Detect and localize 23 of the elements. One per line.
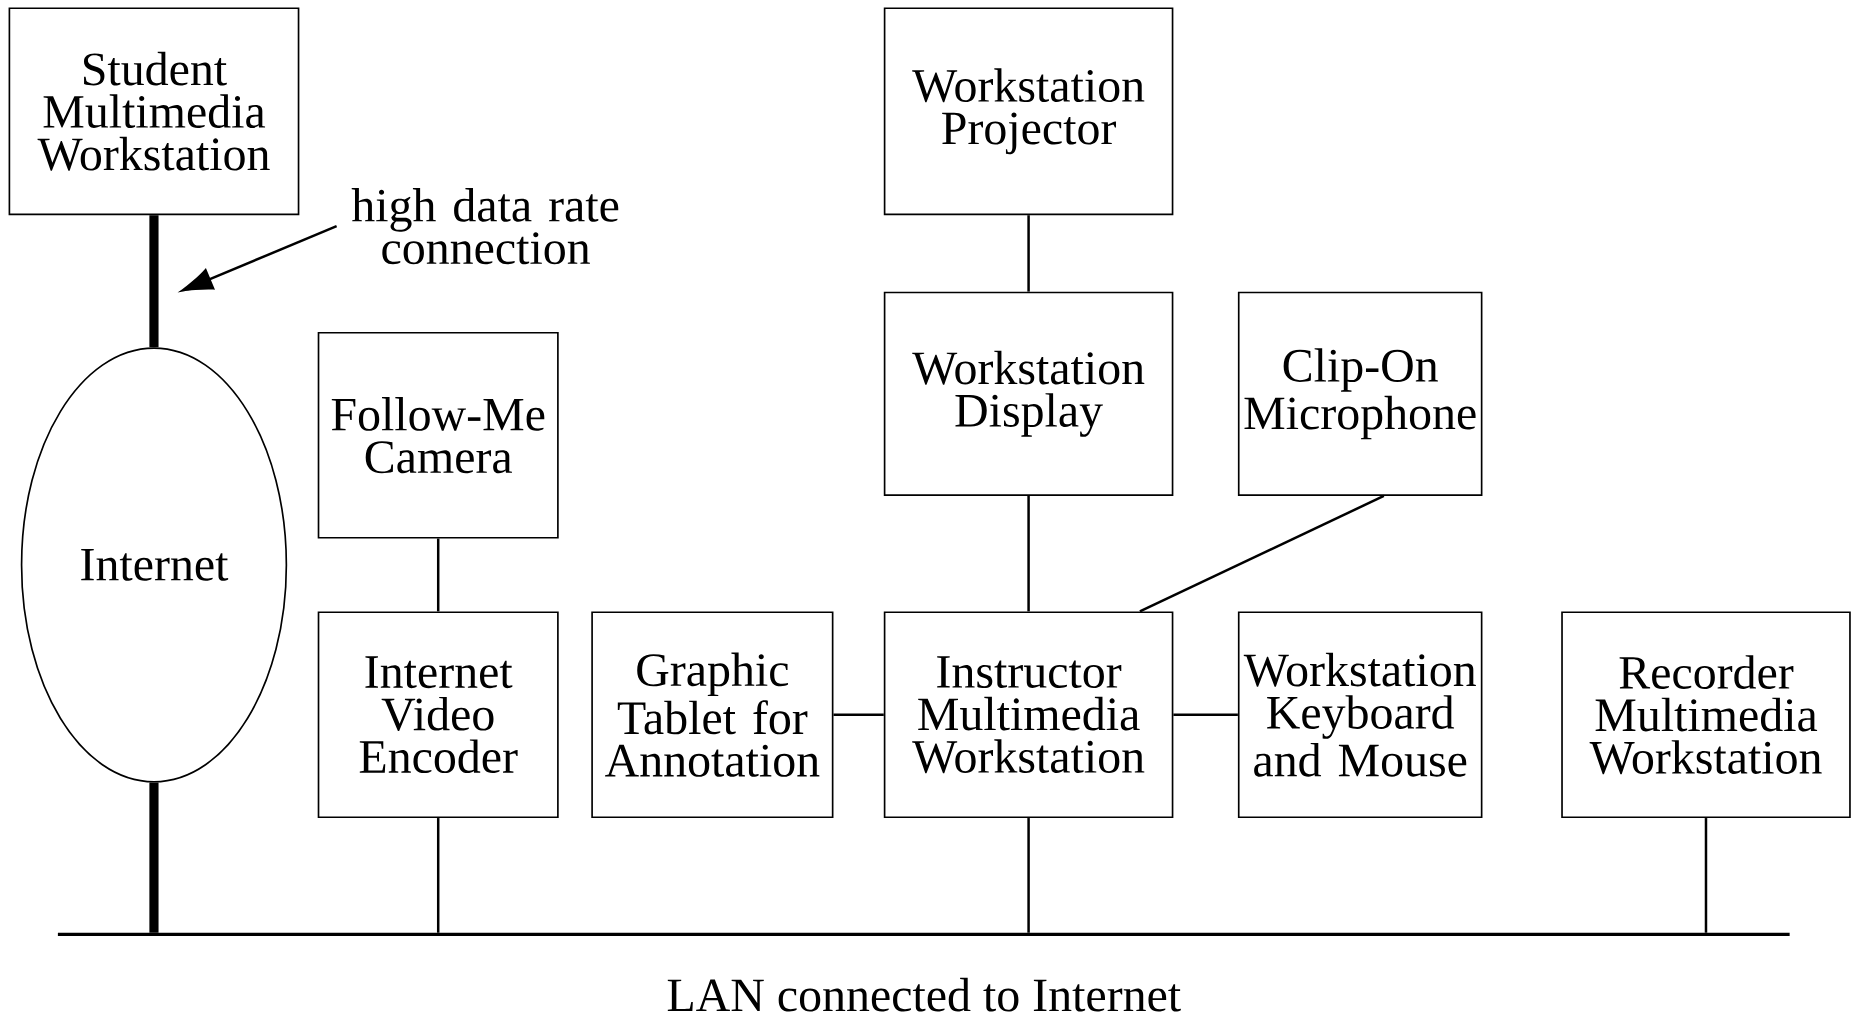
connector-line [1704,818,1708,933]
lan-line: LAN connected to Internet [57,932,1790,1012]
device-box: Graphic Tablet for Annotation [591,611,834,818]
connector-line [149,215,159,348]
connector-line [833,713,884,716]
connector-line [1027,215,1030,292]
device-box: Clip-On Microphone [1237,291,1483,496]
device-box: Internet Video Encoder [317,611,559,818]
connector-line [436,538,440,612]
device-box: Student Multimedia Workstation [8,7,300,216]
connector-line [436,818,440,933]
device-box: Recorder Multimedia Workstation [1561,611,1851,818]
device-box: Workstation Projector [883,7,1174,216]
connector-line [1027,818,1030,933]
connector-line [1173,713,1238,716]
connector-line [1027,495,1030,612]
device-box: Workstation Keyboard and Mouse [1237,611,1483,818]
connector-line [149,782,159,933]
device-box: Follow-Me Camera [317,331,559,539]
connector-line [1139,494,1385,613]
device-box: Instructor Multimedia Workstation [883,611,1174,818]
device-box: Workstation Display [883,291,1174,496]
annotation-text: high data rate connection [351,188,619,265]
